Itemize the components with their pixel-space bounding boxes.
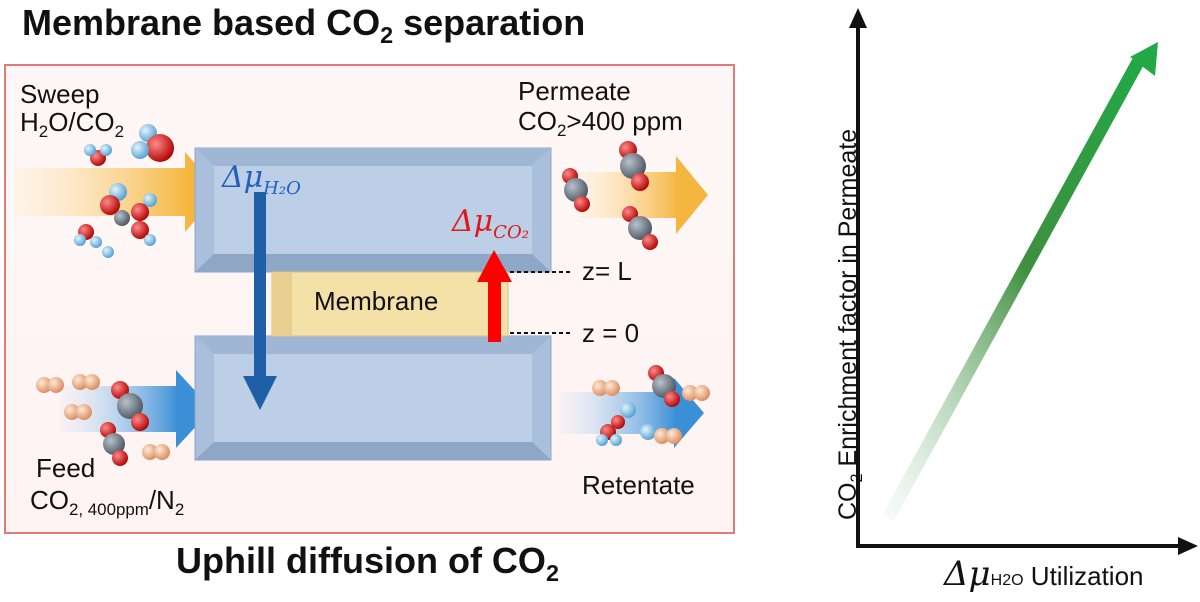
lower-chamber (194, 335, 552, 461)
membrane-label: Membrane (314, 286, 439, 316)
permeate-label: Permeate CO2>400 ppm (518, 76, 683, 146)
sweep-title: Sweep (20, 79, 100, 109)
graph-axes (849, 8, 1198, 555)
feed-molecules (36, 374, 170, 466)
sweep-composition: H2O/CO2 (20, 107, 125, 142)
retentate-molecules (592, 365, 710, 446)
membrane-slab (271, 271, 509, 337)
title-text: Membrane based CO (22, 2, 381, 43)
graph-y-label: CO2 Enrichment factor in Permeate (834, 128, 866, 520)
permeate-title: Permeate (518, 76, 631, 106)
permeate-concentration: CO2>400 ppm (518, 106, 683, 141)
graph-x-label: ΔμH2O Utilization (944, 554, 1144, 594)
z-top-label: z= L (582, 256, 632, 286)
retentate-flow-arrow (560, 378, 704, 448)
bottom-title: Uphill diffusion of CO2 (176, 540, 559, 587)
feed-label: Feed CO2, 400ppm/N2 (30, 452, 184, 526)
sweep-label: Sweep H2O/CO2 (20, 80, 124, 146)
trend-arrow (882, 42, 1158, 522)
feed-title: Feed (36, 453, 96, 483)
retentate-label: Retentate (582, 470, 695, 500)
permeate-molecules (562, 141, 658, 250)
z-bottom-label: z = 0 (582, 318, 640, 348)
h2o-potential-arrow (243, 192, 277, 410)
feed-composition: CO2, 400ppm/N2 (30, 485, 185, 520)
title-subscript: 2 (380, 22, 394, 49)
title-suffix: separation (393, 2, 586, 43)
delta-mu-h2o-label: ΔμH₂O (222, 160, 301, 199)
co2-potential-arrow (477, 250, 512, 342)
figure-title: Membrane based CO2 separation (22, 2, 585, 49)
sweep-molecules (74, 124, 174, 258)
delta-mu-co2-label: ΔμCO₂ (452, 204, 529, 243)
